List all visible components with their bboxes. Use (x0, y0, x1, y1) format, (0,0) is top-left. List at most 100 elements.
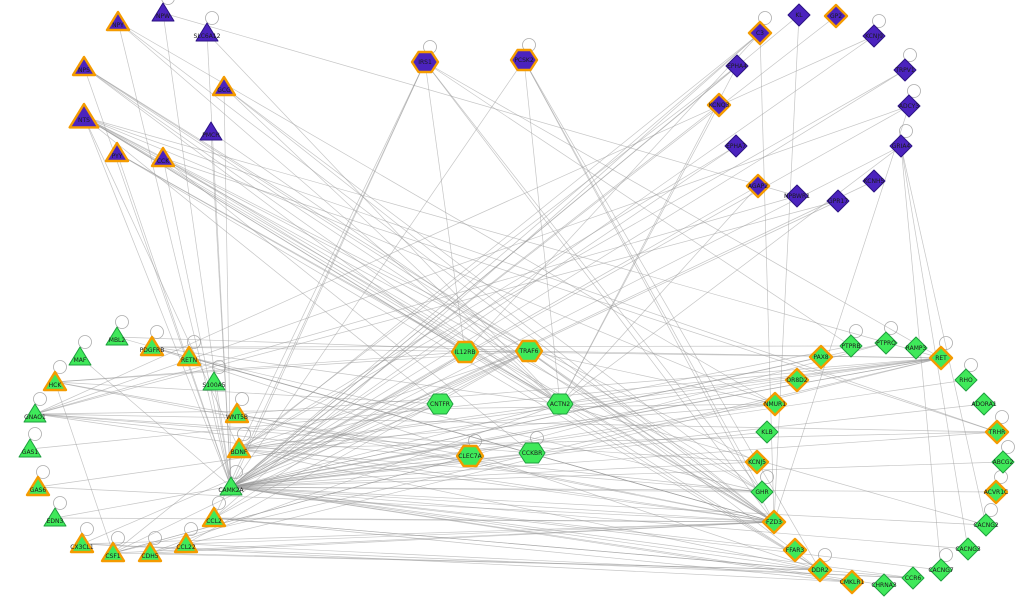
self-loop-GRIA4[interactable] (899, 124, 913, 138)
edge-NPS-IL12RB[interactable] (83, 66, 466, 353)
edge-EPHA7-CAMK2A[interactable] (230, 145, 737, 488)
edge-CCL22-CCR6[interactable] (185, 543, 914, 579)
edge-NTS-TRHR[interactable] (83, 116, 998, 433)
edge-GNAO1-FZD3[interactable] (34, 413, 775, 523)
edge-IRS1-RET[interactable] (424, 61, 942, 359)
edge-IRS1-FZD3[interactable] (424, 61, 775, 523)
self-loop-CACNG2[interactable] (984, 503, 998, 517)
self-loop-S100A5[interactable] (212, 360, 226, 374)
edge-TRAF6-CAMK2A[interactable] (230, 350, 530, 488)
node-CACNG3[interactable]: CACNG3 (955, 537, 981, 561)
edge-PCSK2-FZD3[interactable] (523, 59, 775, 523)
node-KLB[interactable]: KLB (755, 420, 779, 444)
edge-ADCY3-FZD3[interactable] (773, 105, 910, 523)
self-loop-PTPRB[interactable] (849, 324, 863, 338)
self-loop-C3[interactable] (758, 11, 772, 25)
edge-KCNQ3-CAMK2A[interactable] (230, 104, 720, 488)
node-HCK[interactable]: HCK (42, 370, 68, 392)
edge-PMCH-CAMK2A[interactable] (210, 131, 232, 488)
node-NPW[interactable]: NPW (151, 2, 175, 22)
edge-NPS-FZD3[interactable] (83, 66, 775, 523)
node-CMKLR1[interactable]: CMKLR1 (840, 569, 865, 595)
edge-CCK-CCKBR[interactable] (162, 157, 533, 454)
self-loop-RET[interactable] (939, 336, 953, 350)
node-GP2[interactable]: GP2 (823, 3, 849, 29)
edge-TRAF6-CCL22[interactable] (185, 350, 530, 545)
node-IRS1[interactable]: IRS1 (410, 50, 440, 74)
self-loop-KCNJ9[interactable] (872, 14, 886, 28)
node-CACNG2[interactable]: CACNG2 (973, 513, 999, 537)
node-RET[interactable]: RET (928, 345, 954, 371)
edge-TRPV1-CAMK2A[interactable] (230, 69, 906, 488)
edge-TRPV1-BDNF[interactable] (238, 69, 906, 450)
edge-BDNF-RET[interactable] (238, 357, 942, 450)
edge-CAMK2A-FFAR3[interactable] (230, 486, 796, 551)
edge-GNAO1-NMUR1[interactable] (34, 403, 776, 415)
edge-ADCY3-CAMK2A[interactable] (230, 105, 910, 488)
edge-EDN3-RET[interactable] (54, 357, 942, 519)
edge-IRS1-IL12RB[interactable] (424, 61, 466, 353)
edge-CAMK2A-CACNG7[interactable] (230, 486, 942, 571)
edge-NPS-ACTN2[interactable] (83, 66, 561, 405)
self-loop-MBL2[interactable] (115, 315, 129, 329)
edge-TRAF6-BDNF[interactable] (238, 350, 530, 450)
edge-PCSK2-GHR[interactable] (523, 59, 763, 493)
edge-GCG-FZD3[interactable] (223, 86, 775, 523)
edge-CCK-CAMK2A[interactable] (162, 157, 232, 488)
edge-CCL2-DDR2[interactable] (213, 517, 821, 571)
node-GNAO1[interactable]: GNAO1 (23, 403, 47, 423)
node-PAX8[interactable]: PAX8 (808, 344, 834, 370)
edge-MBL2-FZD3[interactable] (116, 336, 775, 523)
edge-IRS1-PTPRB[interactable] (424, 61, 852, 347)
edge-CCK-TRHR[interactable] (162, 157, 998, 433)
node-GPR17[interactable]: GPR17 (826, 189, 850, 213)
edge-CAMK2A-CACNG2[interactable] (230, 486, 987, 526)
edge-TRAF6-CCL2[interactable] (213, 350, 530, 519)
self-loop-CDH5[interactable] (148, 531, 162, 545)
node-AGAP2[interactable]: AGAP2 (745, 173, 771, 199)
edge-HCK-FZD3[interactable] (54, 381, 775, 523)
node-NMUR1[interactable]: NMUR1 (762, 391, 788, 417)
edge-KCNJ9-CAMK2A[interactable] (230, 35, 875, 488)
edge-GRIA4-CACNG3[interactable] (900, 145, 969, 550)
self-loop-RHO[interactable] (964, 358, 978, 372)
self-loop-BDNF[interactable] (237, 427, 251, 441)
edge-TRAF6-FZD3[interactable] (528, 350, 775, 523)
edge-NPW-NPBWR1[interactable] (162, 12, 798, 197)
edge-MAF-CAMK2A[interactable] (79, 356, 232, 488)
edge-IRS1-CCL2[interactable] (213, 61, 426, 519)
edge-C3-CAMK2A[interactable] (230, 32, 761, 488)
node-EDN3[interactable]: EDN3 (43, 507, 67, 527)
node-FFAR3[interactable]: FFAR3 (782, 537, 808, 563)
edge-NTS-FZD3[interactable] (83, 116, 775, 523)
edge-GRIA4-CAMK2A[interactable] (230, 145, 902, 488)
edge-CAMK2A-ADORA1[interactable] (230, 403, 985, 488)
edge-IRS1-CAMK2A[interactable] (230, 61, 426, 488)
edge-KCNJ9-GNAO1[interactable] (34, 35, 875, 415)
node-CCK[interactable]: CCK (150, 146, 176, 168)
self-loop-GNAO1[interactable] (33, 392, 47, 406)
self-loop-CSF1[interactable] (111, 531, 125, 545)
edge-CAMK2A-RHO[interactable] (230, 379, 967, 488)
edge-ACTN2-PDGFRB[interactable] (151, 346, 561, 405)
self-loop-GAS1[interactable] (28, 427, 42, 441)
self-loop-SLC6A12[interactable] (205, 11, 219, 25)
edge-AGAP2-ACTN2[interactable] (559, 185, 759, 405)
edge-ACTN2-PTPRB[interactable] (559, 345, 852, 405)
edge-NTS-CNTFR[interactable] (83, 116, 441, 405)
edge-CAMK2A-KCNJ5[interactable] (230, 461, 758, 488)
self-loop-ADCY3[interactable] (907, 84, 921, 98)
node-RHO[interactable]: RHO (954, 368, 978, 392)
edge-NPY-ACTN2[interactable] (117, 21, 561, 405)
node-RAMP3[interactable]: RAMP3 (904, 336, 928, 360)
edge-NPW-CAMK2A[interactable] (162, 12, 232, 488)
edge-IL12RB-HCK[interactable] (54, 351, 466, 383)
node-S100A5[interactable]: S100A5 (202, 371, 226, 391)
edge-CAMK2A-PTPRO[interactable] (230, 342, 887, 488)
edge-ACTN2-DDR2[interactable] (559, 403, 821, 571)
self-loop-CACNG7[interactable] (939, 548, 953, 562)
self-loop-CCL22[interactable] (184, 522, 198, 536)
edge-GCG-GHR[interactable] (223, 86, 763, 493)
edge-GAS1-RET[interactable] (29, 357, 942, 450)
node-NPY[interactable]: NPY (105, 10, 131, 32)
